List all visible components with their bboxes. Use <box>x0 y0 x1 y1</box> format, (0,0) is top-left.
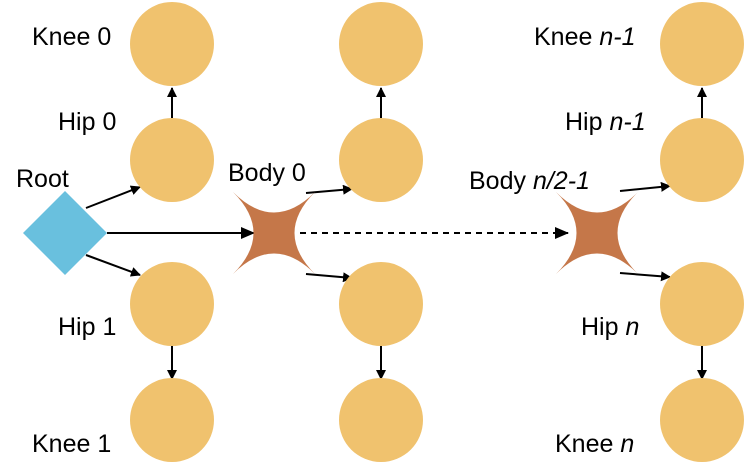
mid-knee-upper-node <box>339 2 423 86</box>
label-hip-n-prefix: Hip <box>581 313 625 341</box>
knee-n-node <box>660 378 744 462</box>
knee-nm1-node <box>660 2 744 86</box>
label-knee-1: Knee 1 <box>32 430 111 458</box>
mid-hip-lower-node <box>339 262 423 346</box>
edge-body0-hip <box>305 184 353 195</box>
label-hip-nm1-index: n-1 <box>609 108 645 136</box>
label-root: Root <box>16 165 69 193</box>
body-last-node <box>556 192 638 274</box>
hip-nm1-node <box>660 118 744 202</box>
mid-hip-upper-node <box>339 118 423 202</box>
label-body-last-prefix: Body <box>469 167 533 195</box>
label-hip-nm1-prefix: Hip <box>565 108 609 136</box>
knee-0-node <box>130 2 214 86</box>
label-knee-0: Knee 0 <box>32 23 111 51</box>
edge-root-hip0 <box>85 185 141 209</box>
label-hip-n-index: n <box>625 313 639 341</box>
hip-1-node <box>130 262 214 346</box>
root-node <box>23 191 107 275</box>
labels: Knee 0 Hip 0 Root Hip 1 Knee 1 Body 0 Bo… <box>16 23 646 458</box>
mid-knee-lower-node <box>339 378 423 462</box>
joint-nodes <box>130 2 744 462</box>
label-knee-nm1: Knee n-1 <box>534 23 635 51</box>
hip-0-node <box>130 118 214 202</box>
edge-bodylast-hipnm1 <box>619 181 671 192</box>
edge-body0-lowerhip <box>305 272 353 283</box>
label-knee-nm1-prefix: Knee <box>534 23 599 51</box>
label-knee-nm1-index: n-1 <box>599 23 635 51</box>
label-hip-1: Hip 1 <box>58 313 116 341</box>
edges <box>85 87 707 380</box>
label-knee-n-index: n <box>620 430 634 458</box>
body-0-node <box>233 192 315 274</box>
hip-n-node <box>660 262 744 346</box>
label-knee-n: Knee n <box>555 430 634 458</box>
label-hip-n: Hip n <box>581 313 639 341</box>
label-hip-0: Hip 0 <box>58 108 116 136</box>
label-knee-n-prefix: Knee <box>555 430 620 458</box>
knee-1-node <box>130 378 214 462</box>
label-body-last: Body n/2-1 <box>469 167 590 195</box>
label-body-0: Body 0 <box>228 159 306 187</box>
edge-bodylast-hipn <box>619 271 671 282</box>
label-body-last-index: n/2-1 <box>533 167 590 195</box>
edge-root-hip1 <box>85 254 141 277</box>
label-hip-nm1: Hip n-1 <box>565 108 646 136</box>
